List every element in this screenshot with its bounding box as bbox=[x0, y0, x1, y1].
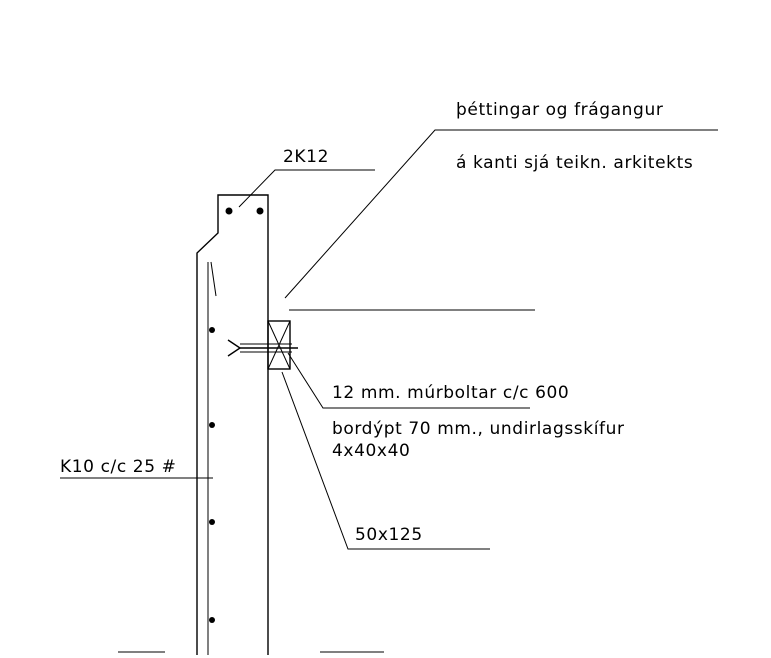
wall-section bbox=[196, 194, 269, 655]
leader-bolts bbox=[287, 352, 530, 409]
rebar-dot-side bbox=[209, 422, 215, 428]
rebar-dot-top-right bbox=[256, 207, 264, 215]
label-side-rebar: K10 c/c 25 # bbox=[60, 457, 177, 477]
rebar-dot-side bbox=[209, 327, 215, 333]
timber-plate bbox=[267, 320, 291, 370]
leader-timber bbox=[281, 371, 490, 550]
label-top-rebar: 2K12 bbox=[283, 147, 329, 167]
label-plate-line2: 4x40x40 bbox=[332, 441, 410, 461]
rebar-dot-side bbox=[209, 519, 215, 525]
label-sealing-line1: þéttingar og frágangur bbox=[456, 100, 663, 120]
label-timber: 50x125 bbox=[355, 525, 423, 545]
leader-lines bbox=[60, 129, 718, 550]
rebar-dots bbox=[209, 207, 264, 623]
leader-top-rebar bbox=[238, 169, 375, 208]
label-bolts: 12 mm. múrboltar c/c 600 bbox=[332, 383, 569, 403]
leader-sealing bbox=[284, 129, 718, 299]
label-plate-line1: bordýpt 70 mm., undirlagsskífur bbox=[332, 419, 625, 439]
anchor-bolt bbox=[227, 339, 298, 357]
rebar-dot-top-left bbox=[225, 207, 233, 215]
rebar-dot-side bbox=[209, 617, 215, 623]
label-sealing-line2: á kanti sjá teikn. arkitekts bbox=[456, 153, 693, 173]
